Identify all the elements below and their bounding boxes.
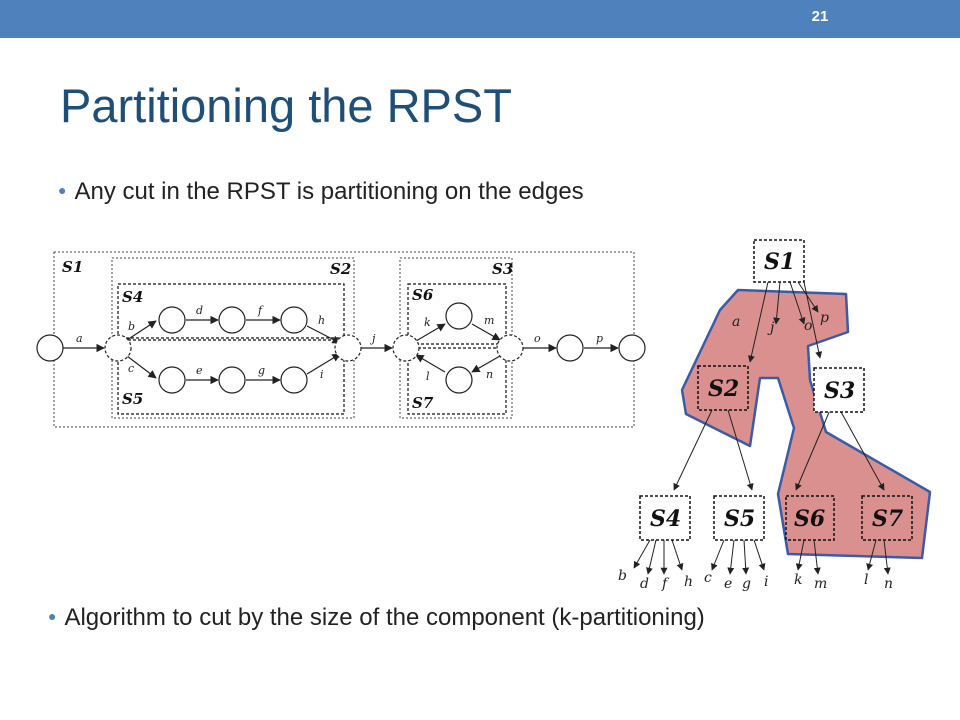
place bbox=[104, 334, 132, 362]
process-model-diagram: S1 S2 S3 S4 S5 S6 S7 bbox=[36, 251, 646, 428]
place bbox=[445, 366, 473, 394]
tree-node-s3 bbox=[813, 367, 865, 413]
tree-node-s6-label: S6 bbox=[794, 506, 825, 532]
edge-label-n: n bbox=[486, 368, 493, 381]
bullet-2-text: Algorithm to cut by the size of the comp… bbox=[64, 604, 705, 631]
place bbox=[496, 334, 524, 362]
top-banner: 21 bbox=[0, 0, 960, 38]
edge-label-f: f bbox=[257, 304, 264, 317]
edge-label-e: e bbox=[196, 364, 203, 377]
edge-label-d: d bbox=[196, 304, 203, 317]
edge-label-k: k bbox=[424, 316, 431, 329]
bullet-1: ● Any cut in the RPST is partitioning on … bbox=[58, 178, 584, 206]
region-s3-label: S3 bbox=[492, 260, 513, 278]
tree-node-s7 bbox=[861, 495, 913, 541]
edge-label-h: h bbox=[318, 314, 325, 327]
bullet-1-text: Any cut in the RPST is partitioning on t… bbox=[74, 178, 584, 205]
highlight-partition bbox=[680, 288, 932, 560]
region-s4-label: S4 bbox=[122, 288, 143, 306]
bullet-2: ● Algorithm to cut by the size of the com… bbox=[48, 604, 705, 632]
region-s4 bbox=[117, 283, 345, 339]
tree-edge-label-m: m bbox=[814, 576, 827, 592]
place-end bbox=[618, 334, 646, 362]
region-s1-label: S1 bbox=[62, 258, 83, 276]
edge-label-o: o bbox=[534, 332, 541, 345]
tree-node-s2-label: S2 bbox=[708, 376, 739, 402]
bullet-dot-icon: ● bbox=[48, 608, 57, 624]
place bbox=[280, 366, 308, 394]
edge-label-g: g bbox=[258, 364, 265, 377]
tree-edge-label-p: p bbox=[820, 310, 829, 326]
place bbox=[158, 306, 186, 334]
slide-title: Partitioning the RPST bbox=[60, 79, 512, 132]
tree-edge-label-k: k bbox=[794, 572, 802, 588]
region-s5 bbox=[117, 339, 345, 415]
region-s5-label: S5 bbox=[122, 390, 143, 408]
place-start bbox=[36, 334, 64, 362]
tree-edge-label-n: n bbox=[884, 576, 893, 592]
tree-edge-label-c: c bbox=[704, 570, 712, 586]
region-s6 bbox=[407, 283, 507, 345]
place bbox=[218, 306, 246, 334]
place bbox=[445, 302, 473, 330]
place bbox=[158, 366, 186, 394]
tree-node-s4 bbox=[639, 495, 691, 541]
region-s7-label: S7 bbox=[412, 394, 434, 412]
tree-node-s5 bbox=[713, 495, 765, 541]
tree-edge-label-o: o bbox=[804, 318, 812, 334]
tree-edge-label-g: g bbox=[742, 576, 751, 592]
edge-label-b: b bbox=[128, 320, 135, 333]
tree-edge-label-d: d bbox=[640, 576, 649, 592]
tree-node-s4-label: S4 bbox=[650, 506, 681, 532]
tree-node-s3-label: S3 bbox=[824, 378, 855, 404]
tree-edge-label-j: j bbox=[767, 320, 775, 336]
edge-label-j: j bbox=[369, 332, 376, 345]
tree-edge-label-i: i bbox=[764, 574, 768, 590]
tree-edge-label-h: h bbox=[684, 574, 693, 590]
bullet-dot-icon: ● bbox=[58, 182, 67, 198]
place bbox=[334, 334, 362, 362]
place bbox=[218, 366, 246, 394]
region-s2-label: S2 bbox=[330, 260, 351, 278]
tree-node-s1 bbox=[753, 239, 805, 283]
edge-label-l: l bbox=[426, 370, 430, 383]
edge-label-a: a bbox=[76, 332, 83, 345]
tree-node-s5-label: S5 bbox=[724, 506, 755, 532]
tree-node-s1-label: S1 bbox=[764, 249, 795, 275]
tree-node-s2 bbox=[697, 365, 749, 411]
tree-edge-label-b: b bbox=[618, 568, 627, 584]
region-s1 bbox=[53, 251, 635, 428]
region-s6-label: S6 bbox=[412, 286, 434, 304]
tree-edge-label-a: a bbox=[732, 314, 740, 330]
tree-edge-label-l: l bbox=[864, 572, 868, 588]
place bbox=[392, 334, 420, 362]
edge-label-c: c bbox=[128, 362, 134, 375]
edge-label-m: m bbox=[484, 314, 494, 327]
place bbox=[280, 306, 308, 334]
tree-node-s7-label: S7 bbox=[872, 506, 904, 532]
edge-label-p: p bbox=[596, 332, 603, 345]
tree-node-s6 bbox=[785, 495, 835, 541]
place bbox=[556, 334, 584, 362]
slide-number: 21 bbox=[811, 8, 829, 25]
edge-label-i: i bbox=[320, 368, 324, 381]
tree-edge-label-f: f bbox=[661, 576, 670, 592]
rpst-tree-diagram: S1 S2 S3 S4 S5 S6 S7 a j o p b d f h c e… bbox=[618, 239, 932, 592]
region-s7 bbox=[407, 347, 507, 415]
tree-edge-label-e: e bbox=[724, 576, 732, 592]
